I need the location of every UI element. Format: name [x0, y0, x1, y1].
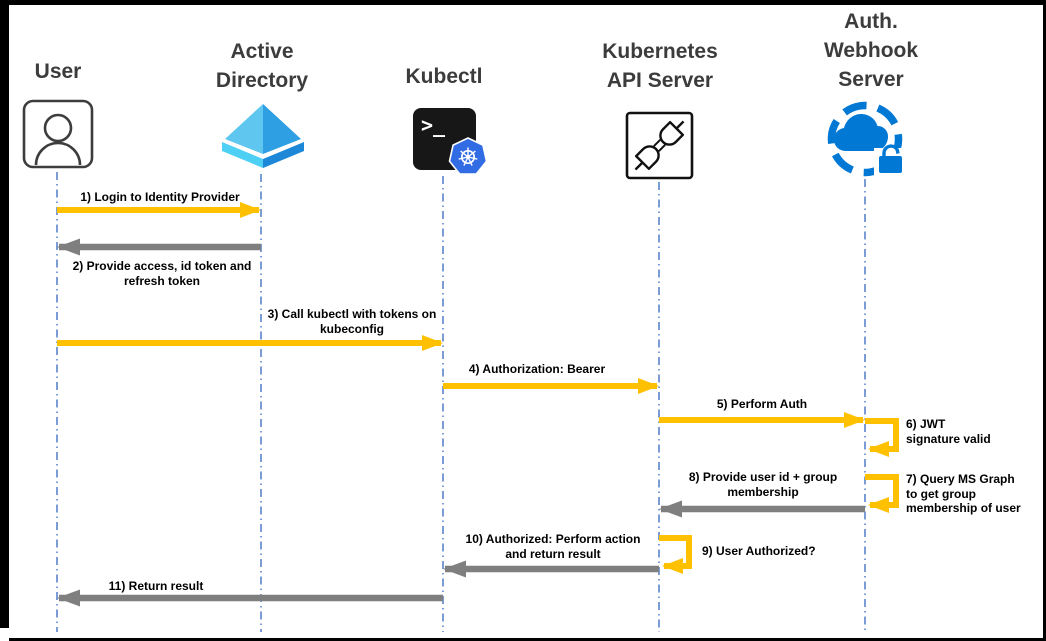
frame-left	[0, 0, 9, 628]
actor-label-auth-webhook-server: Auth. Webhook Server	[823, 10, 919, 91]
message-label-1: 1) Login to Identity Provider	[80, 190, 240, 204]
actor-label-kubectl: Kubectl	[405, 65, 483, 88]
actor-label-active-directory: Active Directory	[215, 40, 309, 92]
frame-right	[1043, 0, 1046, 641]
message-label-11: 11) Return result	[108, 579, 204, 593]
actor-label-user: User	[34, 60, 82, 83]
message-label-7: 7) Query MS Graph to get group membershi…	[906, 472, 1021, 515]
message-label-4: 4) Authorization: Bearer	[468, 362, 606, 376]
frame-top	[0, 0, 1046, 5]
frame-bottom	[9, 638, 1046, 641]
message-label-2: 2) Provide access, id token and refresh …	[72, 259, 252, 288]
message-label-3: 3) Call kubectl with tokens on kubeconfi…	[267, 307, 437, 336]
self-message-arrow-7	[865, 474, 899, 513]
azure-ad-icon	[222, 104, 304, 168]
cloud-lock-icon	[827, 101, 906, 178]
message-label-9: 9) User Authorized?	[702, 544, 816, 558]
actor-label-kubernetes-api-server: Kubernetes API Server	[602, 40, 718, 92]
plug-icon	[625, 111, 694, 180]
message-label-5: 5) Perform Auth	[716, 397, 808, 411]
svg-text:>_: >_	[421, 113, 446, 137]
self-message-arrow-6	[865, 418, 899, 457]
message-label-8: 8) Provide user id + group membership	[688, 470, 838, 499]
person-icon	[22, 99, 94, 169]
message-label-6: 6) JWT signature valid	[906, 417, 991, 446]
terminal-kubernetes-icon: >_	[413, 108, 488, 175]
message-label-10: 10) Authorized: Perform action and retur…	[465, 532, 641, 561]
self-message-arrow-9	[659, 535, 692, 574]
